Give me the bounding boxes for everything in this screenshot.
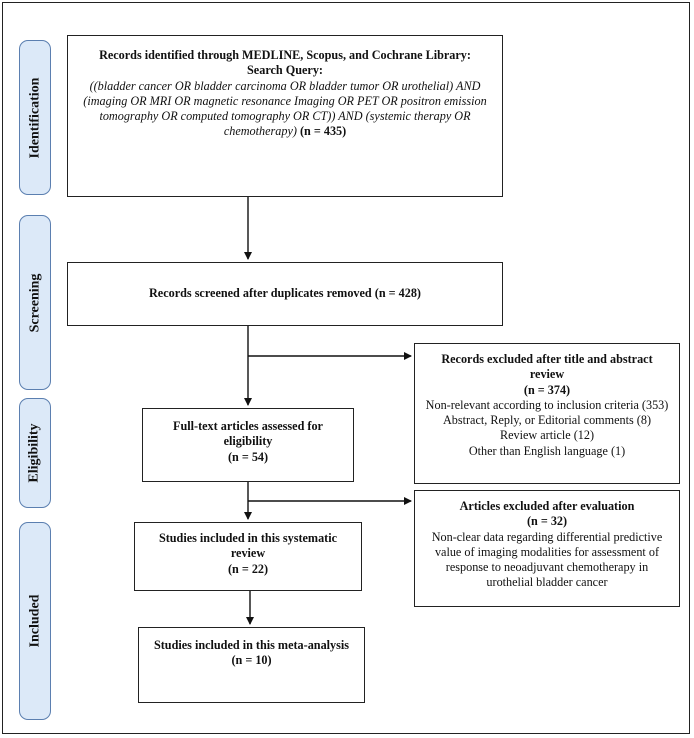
- meta-analysis-title: Studies included in this meta-analysis: [153, 638, 350, 652]
- stage-included: Included: [19, 522, 51, 720]
- screening-text: Records screened after duplicates remove…: [149, 286, 421, 301]
- fulltext-count: (n = 54): [227, 449, 269, 464]
- fulltext-title: Full-text articles assessed for eligibil…: [173, 419, 323, 449]
- systematic-review-count: (n = 22): [227, 561, 269, 576]
- identification-box: Records identified through MEDLINE, Scop…: [67, 35, 503, 197]
- excluded-evaluation-count: (n = 32): [526, 514, 568, 529]
- excluded-evaluation-box: Articles excluded after evaluation (n = …: [414, 490, 680, 607]
- exclusion-reason: Review article (12): [499, 428, 595, 443]
- stage-identification: Identification: [19, 40, 51, 195]
- screening-box: Records screened after duplicates remove…: [67, 262, 503, 326]
- meta-analysis-box: Studies included in this meta-analysis (…: [138, 627, 365, 703]
- search-query-text: ((bladder cancer OR bladder carcinoma OR…: [83, 78, 487, 139]
- identification-title: Records identified through MEDLINE, Scop…: [99, 48, 471, 62]
- exclusion-reason: Other than English language (1): [468, 443, 626, 458]
- fulltext-box: Full-text articles assessed for eligibil…: [142, 408, 354, 482]
- exclusion-reason: Abstract, Reply, or Editorial comments (…: [442, 413, 652, 427]
- systematic-review-box: Studies included in this systematic revi…: [134, 522, 362, 591]
- meta-analysis-count: (n = 10): [231, 653, 272, 668]
- excluded-title-abstract-box: Records excluded after title and abstrac…: [414, 343, 680, 484]
- exclusion-reason: Non-relevant according to inclusion crit…: [425, 397, 669, 412]
- search-query: ((bladder cancer OR bladder carcinoma OR…: [76, 79, 494, 140]
- stage-screening: Screening: [19, 215, 51, 390]
- search-query-label: Search Query:: [247, 63, 323, 78]
- excluded-title-abstract-count: (n = 374): [523, 382, 571, 397]
- excluded-evaluation-title: Articles excluded after evaluation: [459, 499, 635, 513]
- excluded-title-abstract-title: Records excluded after title and abstrac…: [441, 352, 653, 382]
- identification-count: (n = 435): [299, 124, 347, 139]
- excluded-evaluation-reason: Non-clear data regarding differential pr…: [431, 529, 663, 590]
- stage-eligibility: Eligibility: [19, 398, 51, 508]
- systematic-review-title: Studies included in this systematic revi…: [158, 531, 338, 561]
